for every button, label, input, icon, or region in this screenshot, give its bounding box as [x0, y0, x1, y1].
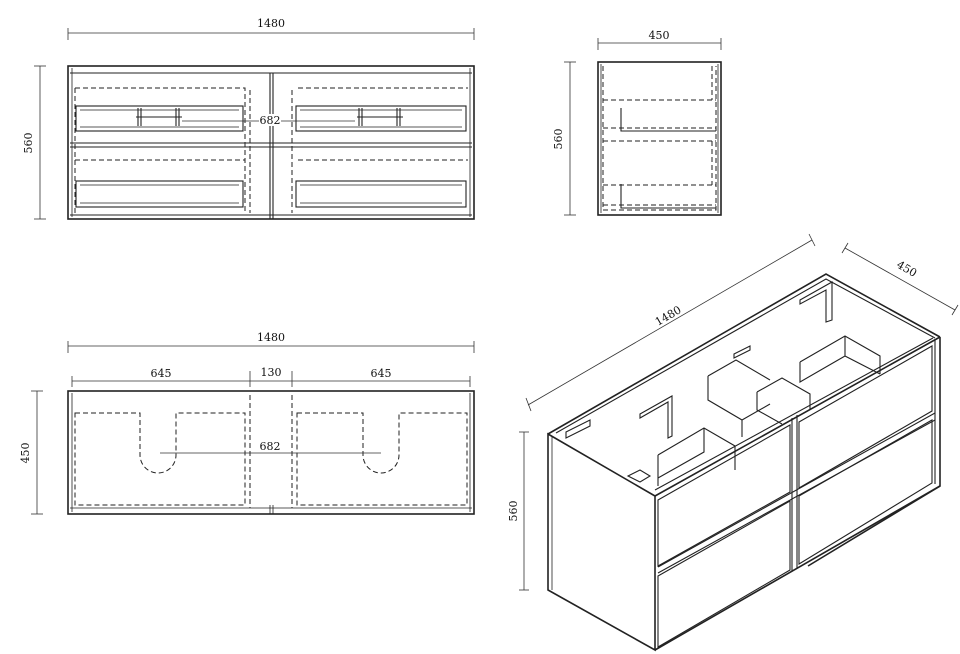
front-width-dimension: 1480 — [67, 17, 475, 40]
side-outline — [597, 61, 722, 216]
top-middle-segment-label: 130 — [261, 366, 282, 379]
side-depth-dimension: 450 — [597, 29, 722, 50]
side-view: 450 560 — [552, 29, 722, 216]
front-outline — [67, 65, 475, 220]
top-view: 1480 645 130 645 450 682 — [19, 331, 475, 515]
iso-depth-label: 450 — [894, 258, 919, 280]
side-height-label: 560 — [552, 129, 565, 150]
top-depth-label: 450 — [19, 443, 32, 464]
front-height-label: 560 — [22, 133, 35, 154]
top-outline — [67, 390, 475, 515]
front-lower-drawers — [75, 180, 467, 208]
side-depth-label: 450 — [649, 29, 670, 42]
isometric-view: 1480 450 560 — [507, 233, 959, 652]
iso-cabinet — [547, 273, 941, 652]
iso-width-dimension: 1480 — [525, 233, 816, 412]
side-height-dimension: 560 — [552, 61, 576, 216]
top-left-segment-label: 645 — [151, 367, 172, 380]
top-inner-label: 682 — [260, 440, 281, 453]
iso-height-label: 560 — [507, 501, 520, 522]
top-width-dimension: 1480 — [67, 331, 475, 353]
top-segment-dimensions: 645 130 645 — [71, 366, 471, 387]
front-upper-drawers: 682 — [75, 105, 467, 132]
iso-wall-brackets — [565, 281, 833, 483]
front-width-label: 1480 — [257, 17, 285, 30]
front-height-dimension: 560 — [22, 65, 46, 220]
front-inner-label: 682 — [260, 114, 281, 127]
top-width-label: 1480 — [257, 331, 285, 344]
top-depth-dimension: 450 — [19, 390, 43, 515]
iso-height-dimension: 560 — [507, 431, 529, 591]
iso-width-label: 1480 — [653, 303, 684, 328]
front-view: 1480 560 — [22, 17, 475, 220]
top-right-segment-label: 645 — [371, 367, 392, 380]
iso-depth-dimension: 450 — [841, 242, 959, 316]
